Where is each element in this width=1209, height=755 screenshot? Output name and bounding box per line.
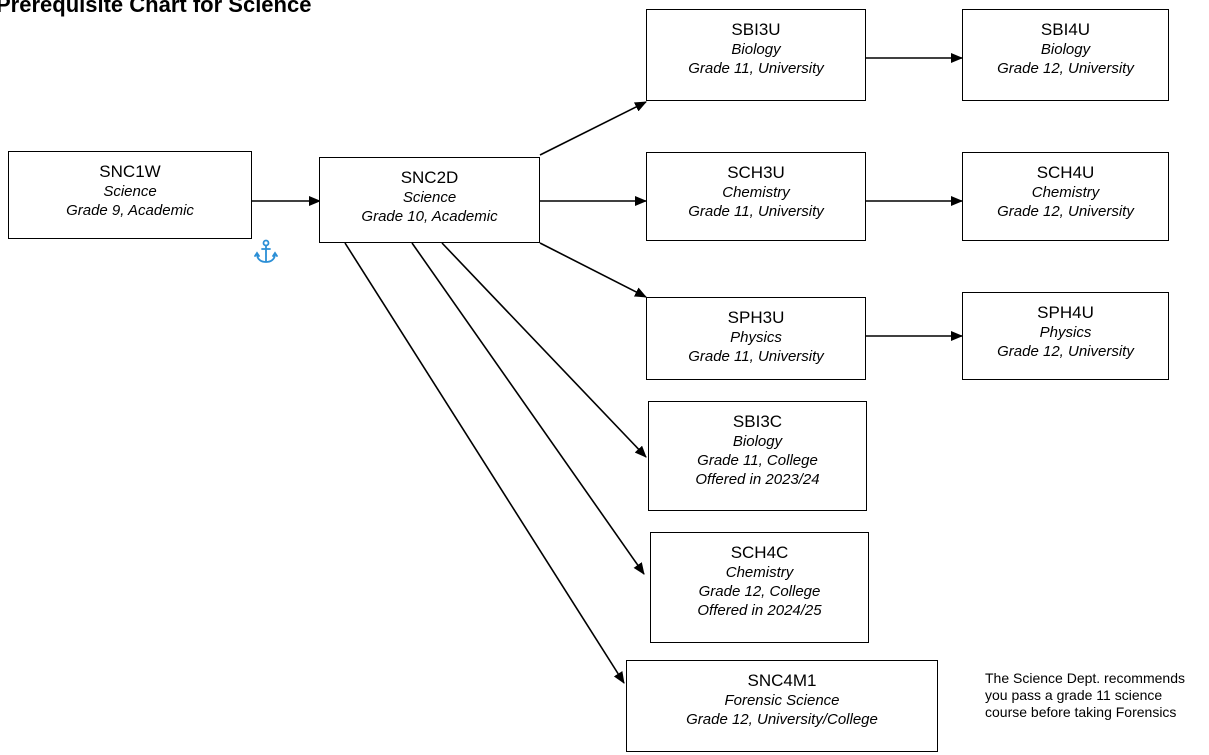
course-level: Grade 12, College <box>698 583 821 600</box>
course-code: SNC4M1 <box>747 671 817 690</box>
course-box-sbi3c: SBI3C Biology Grade 11, College Offered … <box>648 401 867 511</box>
course-level: Grade 11, University <box>688 203 824 220</box>
course-code: SCH3U <box>727 163 785 182</box>
course-box-sph3u: SPH3U Physics Grade 11, University <box>646 297 866 380</box>
course-box-sch4c: SCH4C Chemistry Grade 12, College Offere… <box>650 532 869 643</box>
course-box-sph4u: SPH4U Physics Grade 12, University <box>962 292 1169 380</box>
course-level: Grade 11, University <box>688 60 824 77</box>
course-subject: Physics <box>730 329 782 346</box>
course-subject: Science <box>103 183 157 200</box>
course-box-sbi4u: SBI4U Biology Grade 12, University <box>962 9 1169 101</box>
course-offered: Offered in 2024/25 <box>697 602 822 619</box>
course-subject: Chemistry <box>722 184 790 201</box>
arrow-snc2d-sph3u <box>539 242 647 298</box>
arrow-snc2d-sbi3u <box>539 101 647 156</box>
course-level: Grade 12, University <box>997 60 1134 77</box>
course-subject: Biology <box>731 41 781 58</box>
course-subject: Science <box>402 189 457 206</box>
arrow-snc2d-snc4m1 <box>344 242 625 684</box>
anchor-icon[interactable] <box>254 239 278 265</box>
course-box-sbi3u: SBI3U Biology Grade 11, University <box>646 9 866 101</box>
course-level: Grade 12, University/College <box>686 711 878 728</box>
page-title: Prerequisite Chart for Science <box>0 0 312 17</box>
course-code: SCH4U <box>1036 163 1095 182</box>
course-subject: Physics <box>1039 324 1092 341</box>
course-code: SBI3U <box>731 20 781 39</box>
course-level: Grade 11, College <box>697 452 818 469</box>
course-box-snc4m1: SNC4M1 Forensic Science Grade 12, Univer… <box>626 660 938 752</box>
course-offered: Offered in 2023/24 <box>695 471 820 488</box>
course-level: Grade 9, Academic <box>66 202 194 219</box>
arrow-snc2d-sch4c <box>411 242 645 575</box>
course-code: SBI3C <box>732 412 783 431</box>
course-subject: Biology <box>1040 41 1091 58</box>
course-code: SNC2D <box>400 168 459 187</box>
course-level: Grade 11, University <box>688 348 824 365</box>
course-subject: Forensic Science <box>724 692 840 709</box>
course-box-sch3u: SCH3U Chemistry Grade 11, University <box>646 152 866 241</box>
course-box-sch4u: SCH4U Chemistry Grade 12, University <box>962 152 1169 241</box>
course-level: Grade 12, University <box>997 203 1134 220</box>
course-subject: Biology <box>732 433 783 450</box>
course-code: SPH3U <box>727 308 785 327</box>
course-box-snc1w: SNC1W Science Grade 9, Academic <box>8 151 252 239</box>
course-subject: Chemistry <box>1031 184 1100 201</box>
course-box-snc2d: SNC2D Science Grade 10, Academic <box>319 157 540 243</box>
course-level: Grade 10, Academic <box>361 208 498 225</box>
course-subject: Chemistry <box>725 564 794 581</box>
recommendation-note: The Science Dept. recommends you pass a … <box>985 670 1185 720</box>
course-code: SCH4C <box>730 543 789 562</box>
arrow-snc2d-sbi3c <box>441 242 647 458</box>
course-level: Grade 12, University <box>997 343 1134 360</box>
course-code: SPH4U <box>1037 303 1094 322</box>
course-code: SNC1W <box>99 162 161 181</box>
course-code: SBI4U <box>1040 20 1091 39</box>
